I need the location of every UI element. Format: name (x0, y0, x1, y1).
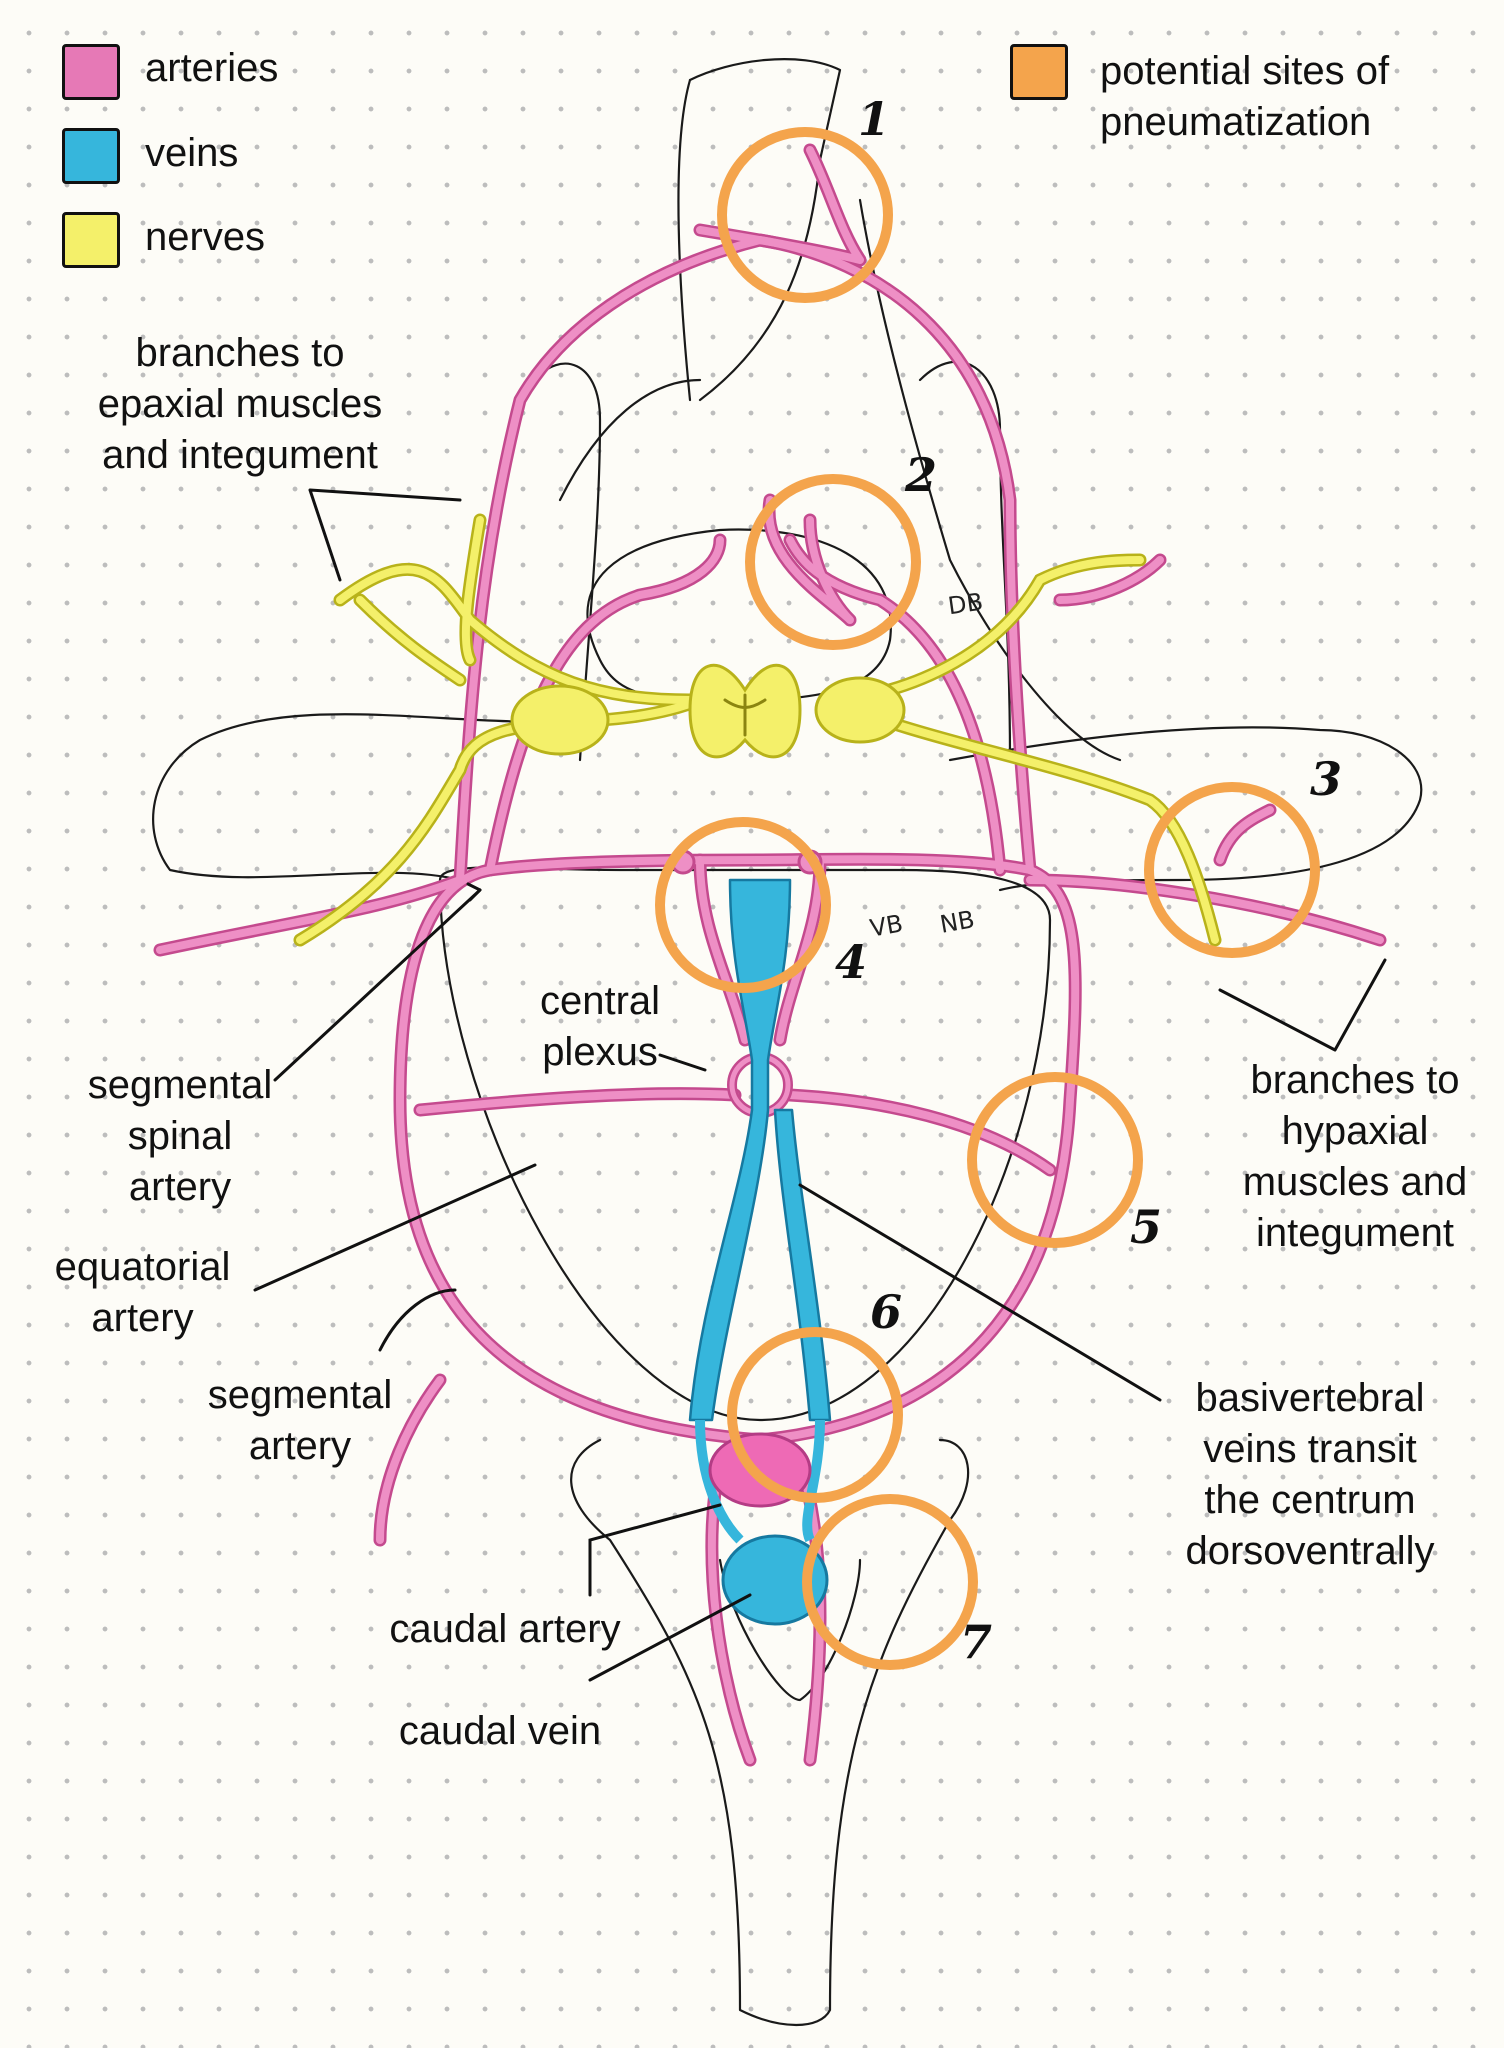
arteries (153, 143, 1387, 1767)
epaxial-leader (308, 488, 462, 582)
sketch-line-2 (558, 378, 702, 502)
label-caudal-vein: caudal vein (398, 1709, 602, 1753)
dorsal-root-ganglion-left (510, 684, 610, 756)
caudal-vein-leader (588, 1593, 752, 1682)
transverse-process-left (152, 713, 582, 882)
pneumatization-site-5 (967, 1072, 1143, 1248)
abbrev-db: DB (946, 587, 985, 621)
label-epaxial-branches: branches to epaxial muscles and integume… (97, 331, 383, 477)
equatorial-leader (253, 1163, 537, 1292)
abbrev-nb: NB (937, 905, 977, 939)
label-segmental-spinal-artery: segmental spinal artery (87, 1063, 273, 1209)
legend-swatch-pneumatization (1010, 44, 1068, 100)
caudal-artery-leader (588, 1503, 722, 1597)
site-number-1: 1 (858, 92, 891, 146)
site-number-7: 7 (960, 1615, 993, 1669)
veins (688, 878, 832, 1626)
hypaxial-leader (1218, 958, 1387, 1052)
basivertebral-vein-right (773, 1108, 832, 1422)
haemal-canal (718, 1558, 862, 1702)
label-caudal-artery: caudal artery (389, 1607, 621, 1651)
pneumatization-site-4 (655, 817, 831, 993)
caudal-vein-shape (721, 1534, 829, 1626)
site-number-3: 3 (1310, 752, 1343, 806)
legend-label-arteries: arteries (145, 46, 279, 90)
nerves (293, 513, 1222, 947)
spinal-cord-grey-matter (723, 693, 767, 737)
centrum (438, 866, 1052, 1422)
segmental-spinal-arrowhead (466, 882, 482, 902)
legend-swatch-veins (62, 128, 120, 184)
prezyg-left (533, 362, 602, 762)
label-central-plexus: central plexus (539, 979, 661, 1074)
pneumatization-site-2 (745, 474, 921, 650)
pneumatization-sites (655, 127, 1320, 1670)
segmental-artery-leader (378, 1288, 457, 1352)
pneumatization-site-1 (717, 127, 893, 303)
pneumatization-site-7 (802, 1494, 978, 1670)
label-equatorial-artery: equatorial artery (54, 1245, 231, 1340)
legend-label-veins: veins (145, 131, 239, 175)
pneumatization-site-3 (1144, 782, 1320, 958)
central-plexus-leader (658, 1053, 707, 1072)
neural-spine-back (677, 78, 692, 402)
dorsal-root-ganglion-right (814, 676, 906, 744)
legend-label-pneumatization: potential sites of pneumatization (1100, 49, 1390, 144)
leader-lines (253, 488, 1387, 1682)
legend-label-nerves: nerves (145, 215, 266, 259)
segmental-spinal-leader (273, 888, 482, 1082)
pneumatization-site-6 (727, 1327, 903, 1503)
label-hypaxial-branches: branches to hypaxial muscles and integum… (1242, 1058, 1468, 1255)
legend-swatch-nerves (62, 212, 120, 268)
site-number-5: 5 (1130, 1200, 1163, 1254)
label-segmental-artery: segmental artery (207, 1373, 393, 1468)
legend-swatch-arteries (62, 44, 120, 100)
site-number-4: 4 (835, 935, 868, 989)
basivertebral-leader (798, 1183, 1162, 1402)
site-number-2: 2 (905, 448, 938, 502)
site-number-6: 6 (870, 1285, 903, 1339)
sketch-line-1 (858, 198, 1122, 762)
basivertebral-vein-left (688, 878, 792, 1422)
label-basivertebral-veins: basivertebral veins transit the centrum … (1185, 1376, 1435, 1573)
abbrev-vb: VB (867, 909, 906, 943)
